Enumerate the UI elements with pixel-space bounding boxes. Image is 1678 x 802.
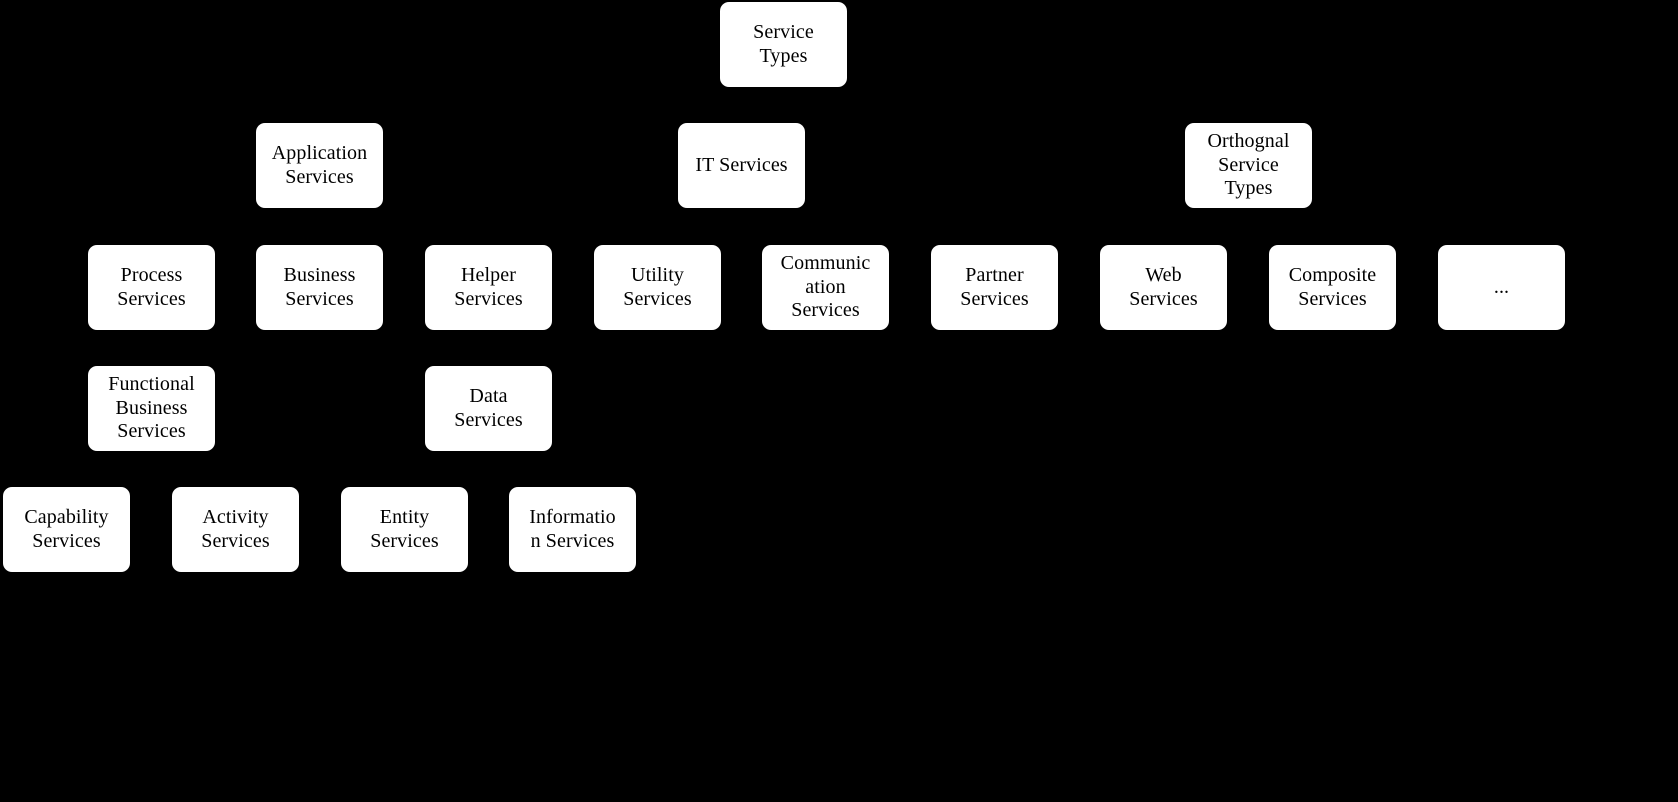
node-label: Application Services [271, 142, 368, 188]
connector-line [741, 208, 742, 227]
connector-line [151, 468, 236, 470]
node-web-services[interactable]: Web Services [1100, 245, 1227, 330]
node-business-services[interactable]: Business Services [256, 245, 383, 330]
connector-line [319, 104, 784, 106]
connector-line [741, 226, 826, 227]
node-label: Capability Services [24, 506, 109, 552]
node-helper-services[interactable]: Helper Services [425, 245, 552, 330]
connector-line [404, 469, 405, 487]
connector-line [488, 451, 489, 469]
node-label: Composite Services [1288, 264, 1377, 310]
node-label: ... [1493, 275, 1510, 298]
node-label: Utility Services [623, 264, 692, 310]
connector-line [488, 226, 489, 245]
connector-line [151, 348, 152, 366]
connector-line [657, 226, 742, 227]
connector-line [1163, 226, 1164, 245]
node-composite-services[interactable]: Composite Services [1269, 245, 1396, 330]
connector-line [1501, 226, 1502, 245]
connector-line [572, 469, 573, 487]
node-information-services[interactable]: Informatio n Services [509, 487, 636, 572]
connector-line [488, 348, 489, 366]
connector-line [741, 105, 742, 123]
connector-line [151, 451, 152, 469]
node-service-types[interactable]: Service Types [720, 2, 847, 87]
connector-line [657, 226, 658, 245]
connector-line [151, 330, 152, 348]
node-more-services[interactable]: ... [1438, 245, 1565, 330]
node-label: Web Services [1129, 264, 1198, 310]
connector-line [488, 468, 573, 470]
node-capability-services[interactable]: Capability Services [3, 487, 130, 572]
connector-line [319, 208, 320, 227]
node-label: Activity Services [201, 506, 270, 552]
node-activity-services[interactable]: Activity Services [172, 487, 299, 572]
connector-line [319, 347, 489, 349]
connector-line [825, 226, 826, 245]
connector-line [66, 469, 67, 487]
node-label: Helper Services [454, 264, 523, 310]
connector-line [235, 469, 236, 487]
connector-line [1163, 226, 1249, 227]
connector-line [1248, 105, 1249, 123]
connector-line [319, 226, 320, 245]
connector-line [1332, 226, 1333, 245]
node-label: Partner Services [960, 264, 1029, 310]
node-label: Communic ation Services [780, 252, 871, 322]
connector-line [994, 226, 995, 245]
connector-line [151, 347, 153, 349]
node-label: Process Services [117, 264, 186, 310]
node-application-services[interactable]: Application Services [256, 123, 383, 208]
connector-line [319, 105, 320, 123]
node-data-services[interactable]: Data Services [425, 366, 552, 451]
node-label: IT Services [695, 153, 788, 176]
connector-line [404, 468, 489, 470]
connector-line [66, 468, 152, 470]
node-label: Functional Business Services [108, 373, 195, 443]
connector-line [151, 226, 152, 245]
connector-line [1248, 226, 1502, 227]
node-communication-services[interactable]: Communic ation Services [762, 245, 889, 330]
connector-line [319, 226, 321, 227]
node-label: Entity Services [370, 506, 439, 552]
node-it-services[interactable]: IT Services [678, 123, 805, 208]
node-entity-services[interactable]: Entity Services [341, 487, 468, 572]
connector-line [783, 87, 784, 105]
node-label: Data Services [454, 385, 523, 431]
connector-line [741, 104, 784, 106]
node-label: Informatio n Services [529, 506, 616, 552]
connector-line [783, 104, 1249, 106]
node-process-services[interactable]: Process Services [88, 245, 215, 330]
connector-line [151, 226, 320, 227]
node-label: Orthognal Service Types [1207, 130, 1290, 200]
node-label: Service Types [753, 21, 814, 67]
connector-line [994, 226, 1249, 227]
connector-line [488, 226, 742, 227]
node-functional-business-services[interactable]: Functional Business Services [88, 366, 215, 451]
node-utility-services[interactable]: Utility Services [594, 245, 721, 330]
node-partner-services[interactable]: Partner Services [931, 245, 1058, 330]
connector-line [319, 330, 320, 348]
connector-line [1248, 208, 1249, 227]
node-orthognal-service-types[interactable]: Orthognal Service Types [1185, 123, 1312, 208]
node-label: Business Services [283, 264, 356, 310]
